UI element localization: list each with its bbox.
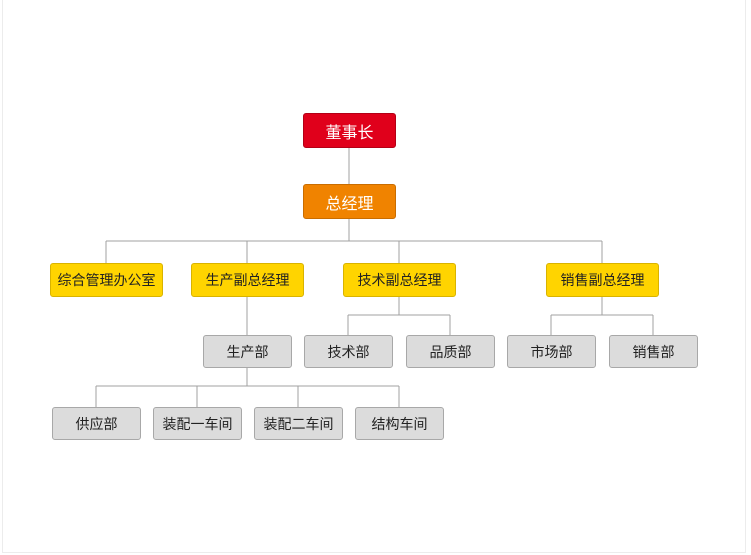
node-tech-vp: 技术副总经理 <box>343 263 456 297</box>
node-quality-dept: 品质部 <box>406 335 495 368</box>
node-label: 销售副总经理 <box>560 273 645 289</box>
node-tech-dept: 技术部 <box>304 335 393 368</box>
node-market-dept: 市场部 <box>507 335 596 368</box>
node-label: 市场部 <box>530 344 573 361</box>
node-sales-vp: 销售副总经理 <box>546 263 659 297</box>
node-label: 品质部 <box>429 344 472 361</box>
node-sales-dept: 销售部 <box>609 335 698 368</box>
node-production-vp: 生产副总经理 <box>191 263 304 297</box>
node-admin-office: 综合管理办公室 <box>50 263 163 297</box>
node-general-manager: 总经理 <box>303 184 396 219</box>
node-production-dept: 生产部 <box>203 335 292 368</box>
node-assembly-workshop-1: 装配一车间 <box>153 407 242 440</box>
node-label: 生产副总经理 <box>205 273 290 289</box>
node-label: 总经理 <box>325 193 374 213</box>
node-label: 综合管理办公室 <box>57 273 156 289</box>
node-label: 装配一车间 <box>162 416 233 433</box>
node-label: 供应部 <box>75 416 118 433</box>
node-label: 技术副总经理 <box>357 273 442 289</box>
node-label: 结构车间 <box>371 416 428 433</box>
node-label: 装配二车间 <box>263 416 334 433</box>
node-supply-dept: 供应部 <box>52 407 141 440</box>
node-label: 董事长 <box>325 122 374 142</box>
node-chairman: 董事长 <box>303 113 396 148</box>
node-label: 技术部 <box>327 344 370 361</box>
node-structure-workshop: 结构车间 <box>355 407 444 440</box>
node-label: 生产部 <box>226 344 269 361</box>
node-label: 销售部 <box>632 344 675 361</box>
node-assembly-workshop-2: 装配二车间 <box>254 407 343 440</box>
